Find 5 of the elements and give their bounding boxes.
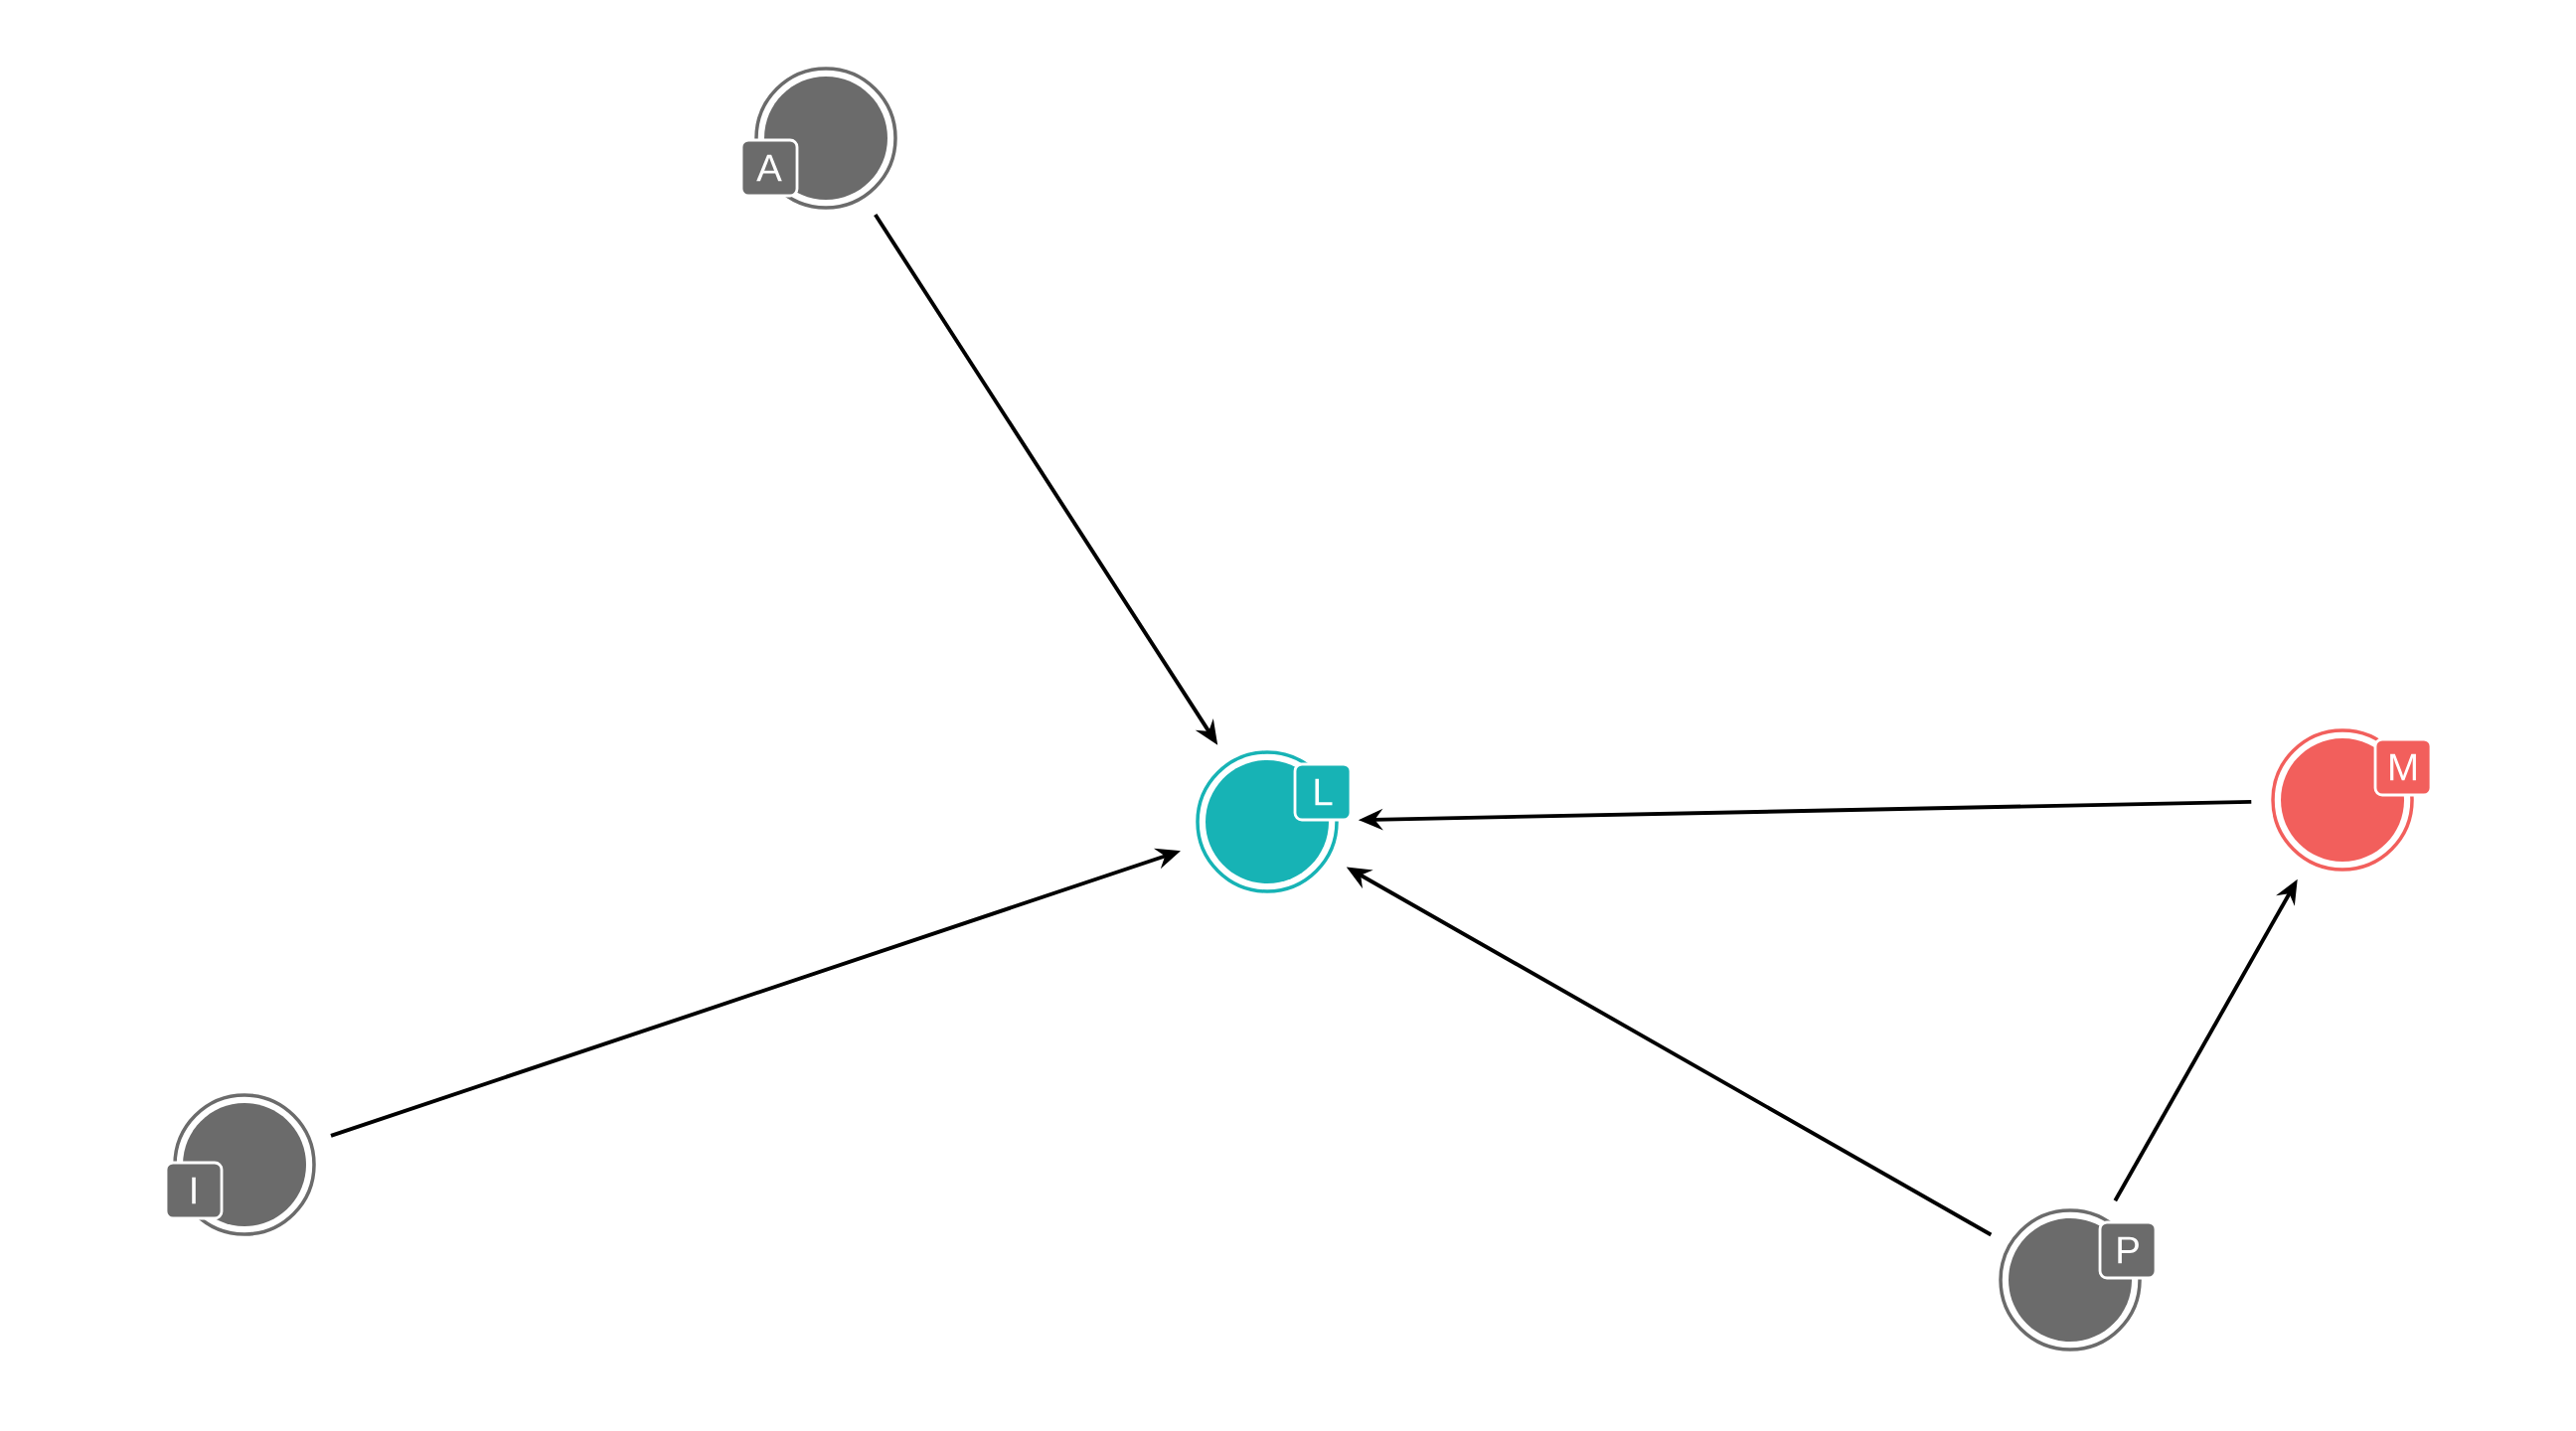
letter-badge: M	[2373, 737, 2433, 797]
letter-badge: P	[2098, 1220, 2158, 1280]
letter-badge: L	[1293, 762, 1353, 822]
letter-badge: I	[164, 1161, 224, 1220]
letter-badge: A	[739, 138, 799, 198]
